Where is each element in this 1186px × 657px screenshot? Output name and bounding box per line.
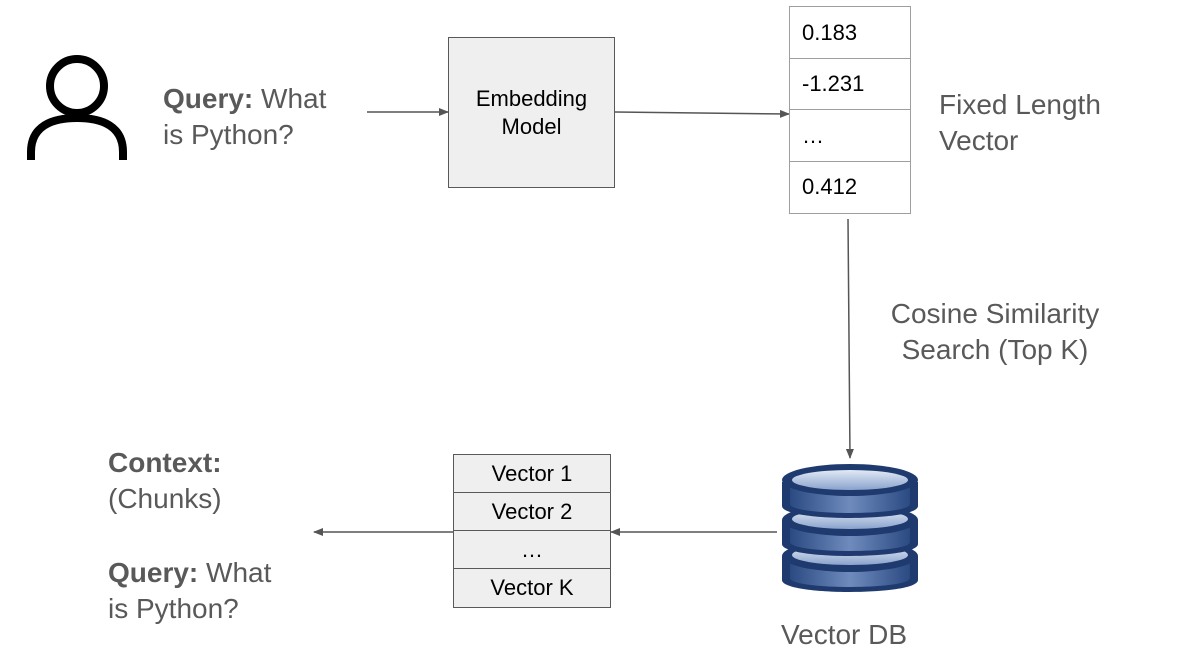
search-caption-line1: Cosine Similarity [890, 298, 1100, 329]
result-cell: Vector K [453, 568, 611, 608]
embedding-model-box: Embedding Model [448, 37, 615, 188]
query-label: Query: [163, 83, 254, 114]
arrow-vector-to-db [845, 218, 854, 459]
vector-cell: -1.231 [789, 57, 911, 111]
embedding-model-line2: Model [501, 113, 562, 139]
vector-caption-line1: Fixed Length [939, 89, 1101, 120]
search-caption: Cosine Similarity Search (Top K) [880, 296, 1110, 368]
embedding-model-line1: Embedding [475, 85, 588, 111]
vector-cell: 0.412 [789, 160, 911, 214]
result-cell: … [453, 530, 611, 570]
query-text-line1: What [261, 83, 327, 114]
vector-caption: Fixed Length Vector [939, 87, 1101, 159]
output-query-line1: What [206, 557, 272, 588]
query-text-line2: is Python? [163, 119, 294, 150]
user-icon [27, 55, 127, 160]
top-k-results: Vector 1 Vector 2 … Vector K [453, 454, 611, 608]
vector-cell: 0.183 [789, 6, 911, 59]
query-text: Query: What is Python? [163, 81, 326, 153]
search-caption-line2: Search (Top K) [901, 334, 1089, 365]
vector-db-label: Vector DB [781, 619, 908, 650]
fixed-length-vector: 0.183 -1.231 … 0.412 [789, 6, 911, 214]
context-text: (Chunks) [108, 483, 222, 514]
result-cell: Vector 1 [453, 454, 611, 494]
vector-cell: … [789, 109, 911, 162]
vector-caption-line2: Vector [939, 125, 1019, 156]
result-cell: Vector 2 [453, 492, 611, 532]
context-label: Context: [108, 447, 222, 478]
database-icon [782, 464, 918, 592]
output-query-line2: is Python? [108, 593, 239, 624]
output-query-label: Query: [108, 557, 199, 588]
arrow-model-to-vector [614, 109, 790, 118]
output-text: Context: (Chunks) Query: What is Python? [108, 445, 271, 627]
